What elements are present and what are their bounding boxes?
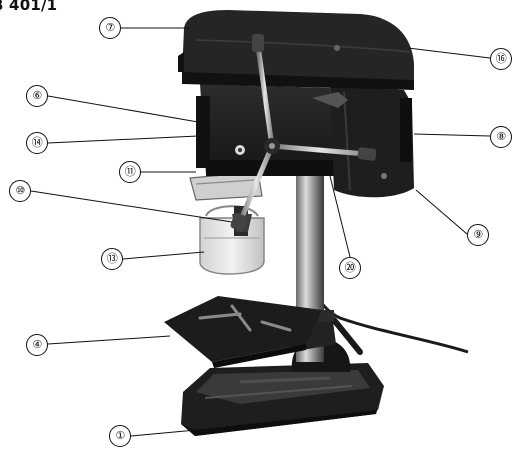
callout-9: ⑨ [467, 224, 489, 246]
callout-16: ⑯ [490, 48, 512, 70]
callout-7: ⑦ [99, 17, 121, 39]
callout-1: ① [109, 425, 131, 447]
worktable [164, 296, 322, 368]
model-heading: B 401/1 [0, 0, 58, 14]
callout-10: ⑩ [9, 180, 31, 202]
callout-20: ⑳ [339, 257, 361, 279]
belt-cover [178, 10, 414, 90]
callout-6: ⑥ [26, 85, 48, 107]
base [181, 363, 384, 436]
callout-14: ⑭ [26, 132, 48, 154]
callout-4: ④ [26, 334, 48, 356]
callout-8: ⑧ [490, 126, 512, 148]
depth-stop [189, 171, 263, 201]
callout-11: ⑪ [119, 161, 141, 183]
feed-handles [230, 34, 377, 232]
chuck-guard [199, 205, 265, 275]
leader-lines [30, 27, 491, 437]
callout-13: ⑬ [101, 248, 123, 270]
motor [330, 86, 414, 198]
